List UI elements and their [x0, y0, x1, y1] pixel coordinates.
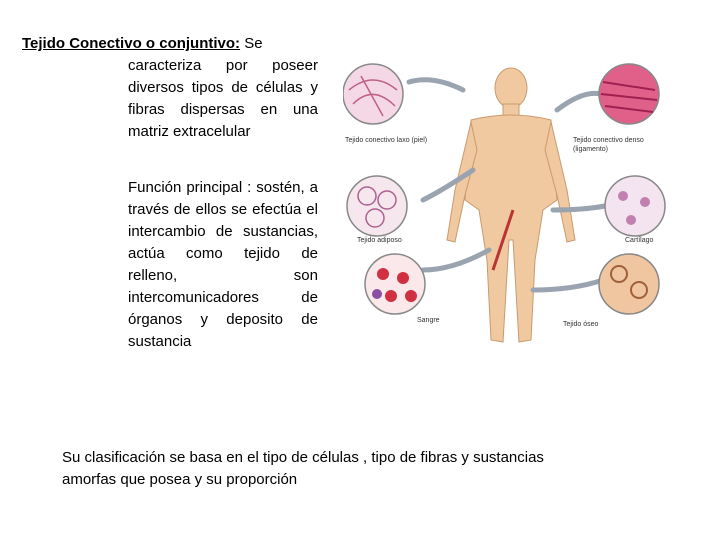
- bone-tissue-image: [598, 253, 660, 315]
- label-bone-tissue: Tejido óseo: [563, 321, 599, 328]
- loose-connective-tissue-image: [343, 63, 404, 125]
- adipose-tissue-image: [346, 175, 408, 237]
- section-heading: Tejido Conectivo o conjuntivo:: [22, 35, 241, 52]
- label-adipose-tissue: Tejido adiposo: [357, 237, 402, 244]
- function-paragraph: Función principal : sostén, a través de …: [128, 179, 318, 350]
- description-paragraph: caracteriza por poseer diversos tipos de…: [128, 57, 318, 140]
- title-line: Tejido Conectivo o conjuntivo: Se: [22, 33, 318, 55]
- connective-tissue-figure: Tejido conectivo laxo (piel) Tejido cone…: [343, 63, 666, 343]
- red-vessel-mark: [491, 209, 515, 271]
- label-dense-tissue-ligament: (ligamento): [573, 146, 608, 153]
- label-cartilage: Cartílago: [625, 237, 654, 244]
- label-blood: Sangre: [417, 317, 440, 324]
- label-dense-tissue: Tejido conectivo denso: [573, 137, 644, 144]
- heading-tail: Se: [240, 35, 263, 52]
- classification-footer: Su clasificación se basa en el tipo de c…: [62, 449, 544, 488]
- blood-image: [364, 253, 426, 315]
- arrows: [406, 77, 608, 293]
- cartilage-image: [604, 175, 666, 237]
- label-loose-tissue: Tejido conectivo laxo (piel): [345, 137, 427, 144]
- dense-connective-tissue-image: [598, 63, 660, 125]
